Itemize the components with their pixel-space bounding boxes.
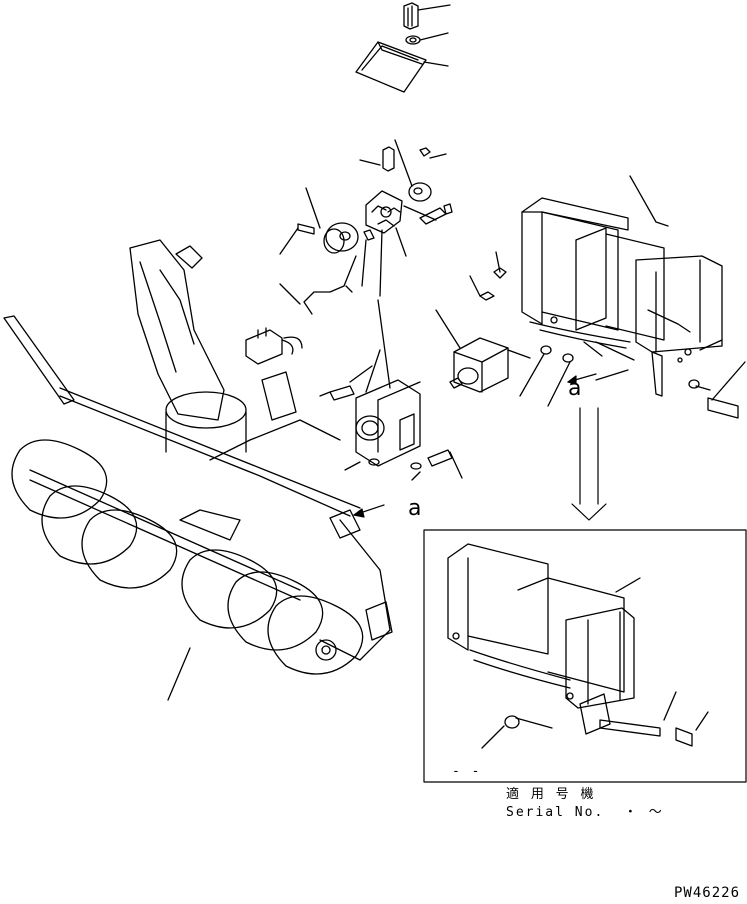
inset-view-a [423,529,747,783]
coupling-parts [359,139,453,257]
top-bolt-and-bracket [355,2,451,93]
valve-block [245,327,303,365]
mount-frame [519,175,746,419]
gear-motor [435,251,531,393]
view-a-label-left: a [408,496,422,521]
view-a-label-right: a [568,376,582,401]
snow-blower-body [3,239,393,701]
serial-caption-jp: 適 用 号 機 [506,787,596,802]
drawing-code: PW46226 [674,885,741,901]
hub-and-pin [279,187,375,315]
inset-dash-mark: - - [452,764,482,779]
serial-caption-en: Serial No. ・ ～ [506,805,664,820]
gearbox-housing [319,229,463,481]
view-a-arrows [353,373,607,521]
